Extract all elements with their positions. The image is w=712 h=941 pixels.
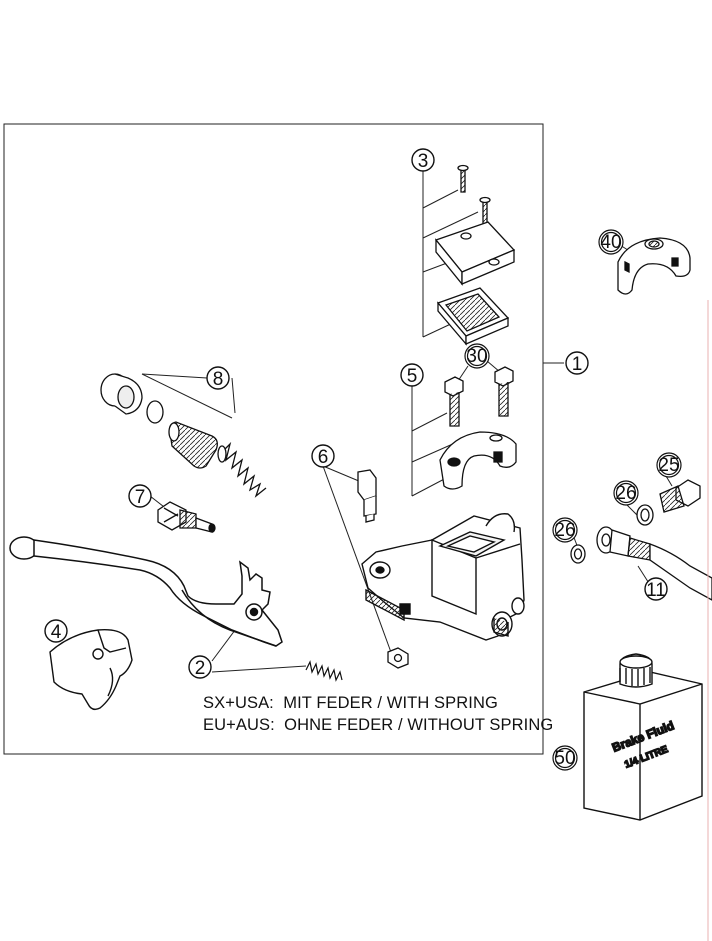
assembly-frame	[3, 123, 544, 755]
svg-text:1: 1	[572, 354, 583, 375]
callouts: 1 2 3 4 5 6 7	[44, 148, 682, 771]
callout-4: 4	[44, 619, 68, 643]
callout-50: 50	[552, 745, 578, 771]
svg-text:7: 7	[135, 487, 146, 508]
switch-housing-4	[49, 629, 133, 711]
reservoir-cover-group	[434, 164, 516, 346]
svg-text:2: 2	[195, 658, 206, 679]
callout-3: 3	[411, 148, 435, 172]
brake-hose-group	[570, 479, 712, 601]
callout-11: 11	[644, 577, 668, 601]
adjuster-screw-7	[157, 501, 216, 533]
callout-26-lower: 26	[552, 517, 578, 543]
svg-text:6: 6	[318, 447, 329, 468]
svg-text:50: 50	[554, 748, 575, 769]
return-spring-2	[305, 660, 343, 682]
callout-7: 7	[128, 484, 152, 508]
callout-8: 8	[206, 366, 230, 390]
callout-2: 2	[188, 655, 212, 679]
svg-text:4: 4	[51, 622, 62, 643]
svg-text:40: 40	[600, 232, 621, 253]
callout-26-upper: 26	[613, 480, 639, 506]
callout-25: 25	[656, 452, 682, 478]
callout-40: 40	[598, 229, 624, 255]
master-cylinder-body	[361, 513, 525, 641]
svg-text:26: 26	[554, 520, 575, 541]
handlebar-clamp-40	[617, 237, 691, 295]
clamp-and-bolts-group	[439, 366, 517, 490]
svg-text:30: 30	[466, 346, 487, 367]
svg-text:5: 5	[407, 366, 418, 387]
spring-note-with: SX+USA: MIT FEDER / WITH SPRING	[203, 694, 498, 712]
leader-lines	[66, 171, 673, 673]
pivot-bolt-6	[357, 469, 409, 669]
svg-text:11: 11	[646, 580, 666, 601]
brake-lever-2	[9, 536, 283, 647]
svg-text:3: 3	[418, 151, 429, 172]
callout-5: 5	[400, 363, 424, 387]
callout-30: 30	[464, 343, 490, 369]
callout-1: 1	[565, 351, 589, 375]
svg-text:8: 8	[213, 369, 224, 390]
brake-fluid-bottle-50: Brake Fluid 1/4 LITRE	[583, 653, 703, 821]
piston-kit-8	[100, 373, 267, 498]
svg-text:26: 26	[615, 483, 636, 504]
spring-note-without: EU+AUS: OHNE FEDER / WITHOUT SPRING	[203, 716, 554, 734]
callout-6: 6	[311, 444, 335, 468]
svg-text:25: 25	[658, 455, 679, 476]
